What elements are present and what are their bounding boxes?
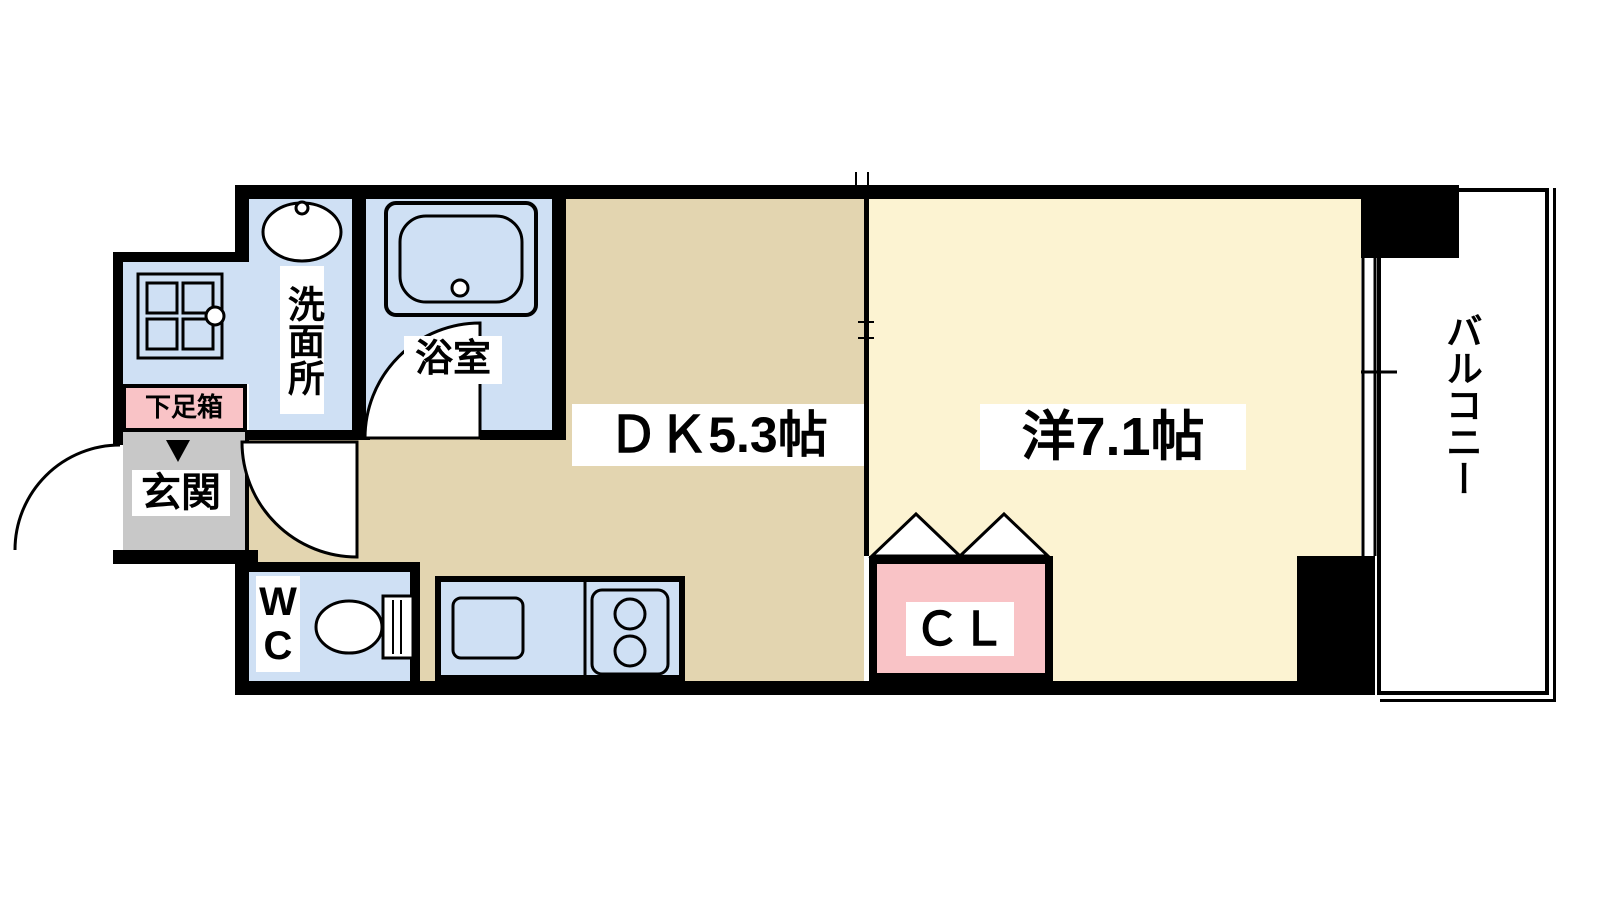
wall-entrance-hall xyxy=(245,432,249,552)
balcony-area xyxy=(1377,188,1549,695)
entrance-door-arc xyxy=(13,443,121,551)
wall-entrance-bottom xyxy=(113,550,258,564)
washer-pan-icon xyxy=(136,272,226,360)
window-symbol xyxy=(1361,258,1397,556)
shoe-box xyxy=(122,384,247,432)
entry-marker xyxy=(166,440,190,462)
wall-dk-western xyxy=(864,199,869,556)
wall-left-lower xyxy=(235,550,249,695)
bathtub-icon xyxy=(384,201,538,317)
room-label-closet: ＣＬ xyxy=(906,602,1014,656)
room-label-washroom: 洗面所 xyxy=(280,266,324,414)
wall-left-upper xyxy=(235,185,249,262)
wall-joint-ticks xyxy=(855,172,874,339)
room-label-dk: ＤＫ5.3帖 xyxy=(572,404,864,466)
closet-bifold-doors xyxy=(868,511,1052,558)
wall-nook-left xyxy=(113,252,123,445)
room-label-western: 洋7.1帖 xyxy=(980,404,1246,470)
wash-basin-icon xyxy=(261,200,343,263)
wall-washroom-bath xyxy=(352,199,366,432)
wall-top-right-block xyxy=(1361,185,1459,258)
wall-bath-bottom xyxy=(480,430,566,440)
room-label-bath: 浴室 xyxy=(404,336,502,384)
room-label-wc: WC xyxy=(256,576,300,672)
room-label-balcony: バルコニー xyxy=(1440,311,1482,497)
hall-door-arc xyxy=(240,440,359,559)
kitchen-counter xyxy=(435,576,685,681)
balcony-outer-line-bottom xyxy=(1380,699,1556,702)
wall-bath-right xyxy=(552,199,566,440)
wall-washroom-bottom xyxy=(245,430,370,440)
pillar-bottom-right xyxy=(1297,556,1375,695)
kitchen-sink-icon xyxy=(451,596,525,660)
wall-top xyxy=(235,185,1375,199)
stove-icon xyxy=(590,588,670,676)
balcony-outer-line-right xyxy=(1553,188,1556,702)
toilet-icon xyxy=(314,594,415,660)
room-label-entrance: 玄関 xyxy=(132,470,230,516)
wall-bottom xyxy=(235,681,1375,695)
wall-nook-top xyxy=(113,252,249,262)
label-shoe-box: 下足箱 xyxy=(144,392,223,423)
